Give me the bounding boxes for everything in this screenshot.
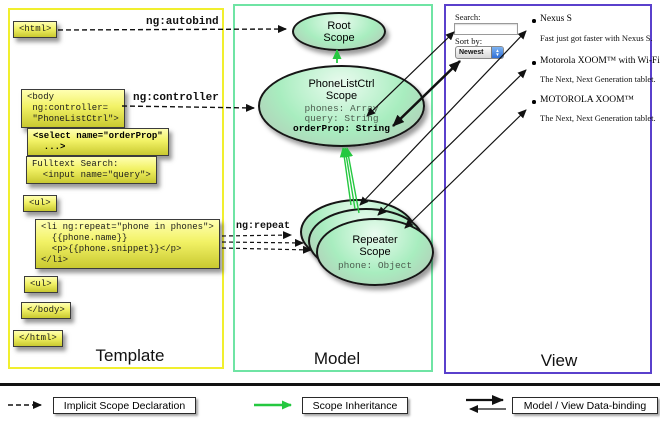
repeater-prop-phone: phone: Object bbox=[337, 259, 413, 271]
code-body-open: <body ng:controller= "PhoneListCtrl"> bbox=[21, 89, 125, 128]
select-stepper-icon: ▲▼ bbox=[491, 47, 503, 58]
repeater-scope-ellipse-front: Repeater Scope phone: Object bbox=[316, 218, 434, 286]
phonelistctrl-scope-title: PhoneListCtrl Scope bbox=[308, 78, 375, 102]
phone-item-snippet: The Next, Next Generation tablet. bbox=[540, 74, 656, 84]
code-select: <select name="orderProp" ...> bbox=[27, 128, 169, 156]
phone-item-name: Motorola XOOM™ with Wi-Fi bbox=[540, 56, 660, 66]
search-input[interactable] bbox=[454, 23, 518, 35]
phone-item-name: MOTOROLA XOOM™ bbox=[540, 95, 634, 105]
root-scope-ellipse: Root Scope bbox=[292, 12, 386, 51]
legend-implicit-scope: Implicit Scope Declaration bbox=[53, 397, 196, 414]
sort-select[interactable]: Newest ▲▼ bbox=[455, 46, 504, 59]
legend-data-binding: Model / View Data-binding bbox=[512, 397, 658, 414]
code-li-repeat: <li ng:repeat="phone in phones"> {{phone… bbox=[35, 219, 220, 269]
code-ul-close: <ul> bbox=[24, 276, 58, 293]
root-scope-title: Root Scope bbox=[323, 19, 355, 44]
sort-select-value: Newest bbox=[459, 49, 484, 56]
search-label: Search: bbox=[455, 12, 481, 22]
phone-item-snippet: Fast just got faster with Nexus S. bbox=[540, 33, 653, 43]
view-panel-title: View bbox=[540, 351, 578, 370]
template-panel-title: Template bbox=[95, 346, 165, 365]
phonelistctrl-scope-ellipse: PhoneListCtrl Scope phones: Array query:… bbox=[258, 65, 425, 147]
repeater-scope-title: Repeater Scope bbox=[352, 233, 398, 258]
sort-by-label: Sort by: bbox=[455, 36, 483, 46]
model-panel bbox=[233, 4, 433, 372]
code-html-open: <html> bbox=[13, 21, 58, 38]
code-fulltext: Fulltext Search: <input name="query"> bbox=[26, 156, 157, 184]
phone-item-snippet: The Next, Next Generation tablet. bbox=[540, 113, 656, 123]
phone-item-name: Nexus S bbox=[540, 14, 572, 24]
code-ul-open: <ul> bbox=[23, 195, 57, 212]
label-ng-autobind: ng:autobind bbox=[146, 16, 219, 28]
code-html-close: </html> bbox=[13, 330, 63, 347]
label-ng-repeat: ng:repeat bbox=[236, 221, 291, 232]
bullet-icon bbox=[532, 61, 536, 65]
bullet-icon bbox=[532, 100, 536, 104]
label-ng-controller: ng:controller bbox=[133, 92, 219, 104]
phonelistctrl-prop-orderprop: orderProp: String bbox=[293, 123, 390, 134]
code-body-close: </body> bbox=[21, 302, 71, 319]
bullet-icon bbox=[532, 19, 536, 23]
legend-divider bbox=[0, 383, 660, 386]
model-panel-title: Model bbox=[313, 349, 361, 368]
legend-scope-inheritance: Scope Inheritance bbox=[302, 397, 408, 414]
